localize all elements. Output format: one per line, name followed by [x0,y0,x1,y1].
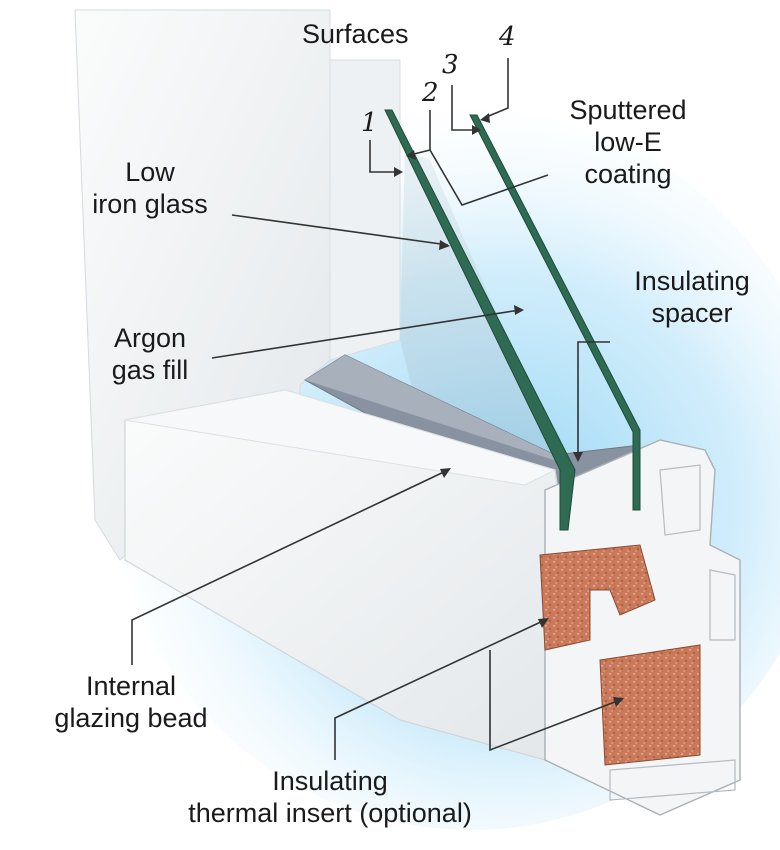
leader-spacer [577,341,610,460]
label-argon-line2: gas fill [111,355,189,385]
window-frame-inner-edge [329,59,401,361]
leader-thermal-b [489,650,621,752]
arrow-glazing-bead [440,468,451,478]
arrow-spacer [573,452,583,462]
label-surface-4: 4 [499,22,516,52]
label-surface-2: 2 [422,78,439,108]
label-sputtered-low-e: Sputtered low-E coating [548,94,708,190]
arrow-thermal-b [613,697,624,707]
leader-surface-3 [451,85,478,131]
label-spacer-line2: spacer [651,298,733,328]
label-insulating-thermal-insert: Insulating thermal insert (optional) [160,765,500,829]
label-surface-3: 3 [442,50,459,80]
label-low-iron-line1: Low [125,157,175,187]
leader-surface-4 [483,58,509,119]
label-internal-glazing-bead: Internal glazing bead [26,670,236,734]
leader-surface-1 [369,140,400,173]
leader-low-iron [231,214,449,246]
leader-glazing-bead [131,469,449,665]
label-glazing-line2: glazing bead [54,703,208,733]
label-sputtered-line1: Sputtered [569,95,687,125]
label-surfaces: Surfaces [302,19,409,49]
thermal-insert-lower [599,644,701,766]
leader-sputtered [429,149,549,206]
glazing-bead-top-face [124,389,557,486]
glass-pane-inner [384,109,576,531]
thermal-insert-upper [539,544,656,651]
arrow-thermal-a [538,618,549,628]
label-glazing-line1: Internal [85,671,177,701]
label-argon-gas-fill: Argon gas fill [90,322,210,386]
leader-thermal-a [334,619,546,760]
arrow-surface-1 [394,167,403,177]
frame-chambers [609,464,736,801]
glass-pane-outer [469,114,641,511]
label-spacer-line1: Insulating [634,266,750,296]
label-argon-line1: Argon [113,323,187,353]
label-insulating-spacer: Insulating spacer [612,265,772,329]
leader-argon [211,309,521,359]
label-sputtered-line3: coating [584,159,672,189]
arrow-surface-2 [406,150,416,160]
arrow-surface-3 [472,125,481,135]
label-thermal-line1: Insulating [272,766,388,796]
label-sputtered-line2: low-E [594,127,662,157]
label-surface-1: 1 [361,108,378,138]
label-thermal-line2: thermal insert (optional) [188,798,472,828]
arrow-surface-4 [480,113,490,123]
arrow-low-iron [439,240,450,250]
label-low-iron-glass: Low iron glass [70,156,230,220]
arrow-argon [514,305,524,315]
label-low-iron-line2: iron glass [92,189,208,219]
spacer-top-face [305,355,560,462]
